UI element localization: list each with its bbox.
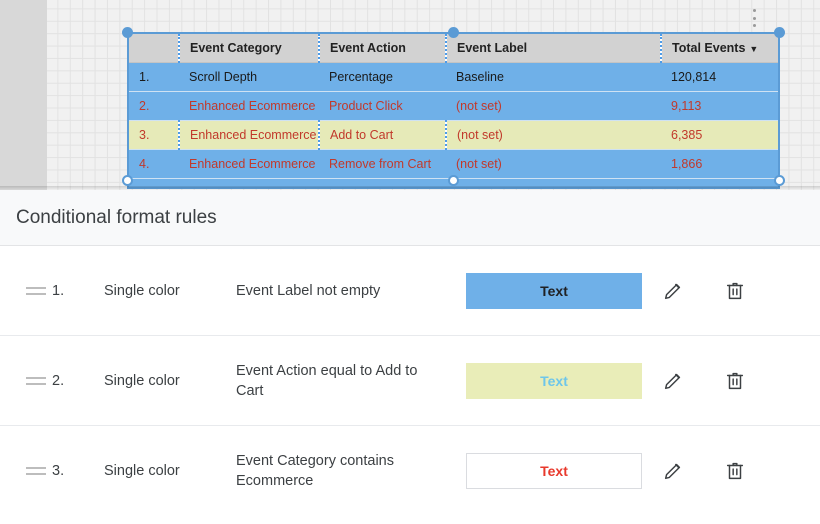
rule-color-preview[interactable]: Text (466, 272, 642, 309)
pencil-icon (662, 370, 684, 392)
cell-event-label: Baseline (446, 62, 661, 92)
report-table: Event Category Event Action Event Label … (129, 34, 778, 187)
cell-index: 2. (129, 91, 179, 121)
report-canvas[interactable]: Event Category Event Action Event Label … (0, 0, 820, 190)
cell-total-events: 9,113 (661, 91, 778, 121)
table-row[interactable]: 3. Enhanced Ecommerce Add to Cart (not s… (129, 120, 778, 150)
cell-index: 1. (129, 62, 179, 92)
drag-handle-icon[interactable] (26, 376, 52, 385)
delete-rule-button[interactable] (704, 370, 766, 392)
cell-event-action: Product Click (319, 91, 446, 121)
cell-event-category: Enhanced Ecommerce (179, 149, 319, 179)
rule-color-preview[interactable]: Text (466, 362, 642, 399)
cell-event-label: (not set) (446, 91, 661, 121)
cell-event-label: (not set) (446, 149, 661, 179)
cell-event-category: Enhanced Ecommerce (179, 91, 319, 121)
table-header-row: Event Category Event Action Event Label … (129, 34, 778, 63)
column-header-total-events-label: Total Events (672, 40, 746, 55)
rule-condition: Event Action equal to Add to Cart (236, 362, 418, 399)
rule-index: 3. (52, 463, 65, 479)
cell-event-action: Add to Cart (318, 120, 446, 150)
column-header-event-category[interactable]: Event Category (178, 34, 319, 63)
cell-total-events: 1,866 (661, 149, 778, 179)
resize-handle-bottom-right[interactable] (774, 175, 785, 186)
resize-handle-bottom-center[interactable] (448, 175, 459, 186)
table-row[interactable]: 4. Enhanced Ecommerce Remove from Cart (… (129, 149, 778, 179)
cell-event-category: Scroll Depth (179, 62, 319, 92)
resize-handle-top-right[interactable] (774, 27, 785, 38)
rule-row[interactable]: 3. Single color Event Category contains … (0, 426, 820, 516)
rule-index: 2. (52, 372, 65, 389)
trash-icon (724, 280, 746, 302)
cell-total-events: 1,000 (661, 178, 778, 187)
edit-rule-button[interactable] (642, 370, 704, 392)
cell-event-category: Enhanced Ecommerce (179, 178, 319, 187)
canvas-bottom-shadow (0, 186, 820, 190)
more-vert-icon[interactable] (747, 6, 761, 30)
table-row[interactable]: 1. Scroll Depth Percentage Baseline 120,… (129, 62, 778, 92)
sort-desc-icon[interactable]: ▼ (749, 43, 759, 54)
column-header-total-events[interactable]: Total Events▼ (660, 34, 778, 63)
drag-handle-icon[interactable] (26, 467, 52, 475)
resize-handle-top-left[interactable] (122, 27, 133, 38)
rule-color-preview[interactable]: Text (466, 453, 642, 489)
resize-handle-top-center[interactable] (448, 27, 459, 38)
cell-total-events: 6,385 (661, 120, 778, 150)
canvas-left-rail (0, 0, 47, 190)
page-title: Conditional format rules (16, 206, 217, 228)
rule-row[interactable]: 2. Single color Event Action equal to Ad… (0, 336, 820, 426)
delete-rule-button[interactable] (704, 460, 766, 482)
report-table-widget[interactable]: Event Category Event Action Event Label … (127, 32, 780, 189)
trash-icon (724, 460, 746, 482)
pencil-icon (662, 280, 684, 302)
cell-index: 4. (129, 149, 179, 179)
pencil-icon (662, 460, 684, 482)
cell-index: 3. (129, 120, 179, 150)
cell-event-label: (not set) (445, 120, 661, 150)
cell-event-category: Enhanced Ecommerce (178, 120, 319, 150)
trash-icon (724, 370, 746, 392)
table-row[interactable]: 2. Enhanced Ecommerce Product Click (not… (129, 91, 778, 121)
column-header-index[interactable] (129, 34, 179, 63)
cell-event-action: Quickview Click (319, 178, 446, 187)
column-header-event-action[interactable]: Event Action (318, 34, 446, 63)
panel-header: Conditional format rules (0, 190, 820, 246)
cell-index: 5. (129, 178, 179, 187)
cell-event-action: Percentage (319, 62, 446, 92)
rule-type: Single color (104, 463, 180, 479)
table-header: Event Category Event Action Event Label … (129, 34, 778, 63)
cell-event-label: Android Tone Hoodie Black (446, 178, 661, 187)
column-header-event-label[interactable]: Event Label (445, 34, 661, 63)
resize-handle-bottom-left[interactable] (122, 175, 133, 186)
rule-row[interactable]: 1. Single color Event Label not empty Te… (0, 246, 820, 336)
table-body: 1. Scroll Depth Percentage Baseline 120,… (129, 62, 778, 187)
drag-handle-icon[interactable] (26, 286, 52, 295)
table-row[interactable]: 5. Enhanced Ecommerce Quickview Click An… (129, 178, 778, 187)
edit-rule-button[interactable] (642, 280, 704, 302)
edit-rule-button[interactable] (642, 460, 704, 482)
rule-type: Single color (104, 372, 180, 389)
cell-event-action: Remove from Cart (319, 149, 446, 179)
cell-total-events: 120,814 (661, 62, 778, 92)
rule-index: 1. (52, 282, 65, 299)
conditional-format-rules-panel: Conditional format rules 1. Single color… (0, 190, 820, 524)
rule-type: Single color (104, 282, 180, 299)
rule-condition: Event Category contains Ecommerce (236, 453, 394, 489)
rule-condition: Event Label not empty (236, 282, 381, 299)
delete-rule-button[interactable] (704, 280, 766, 302)
